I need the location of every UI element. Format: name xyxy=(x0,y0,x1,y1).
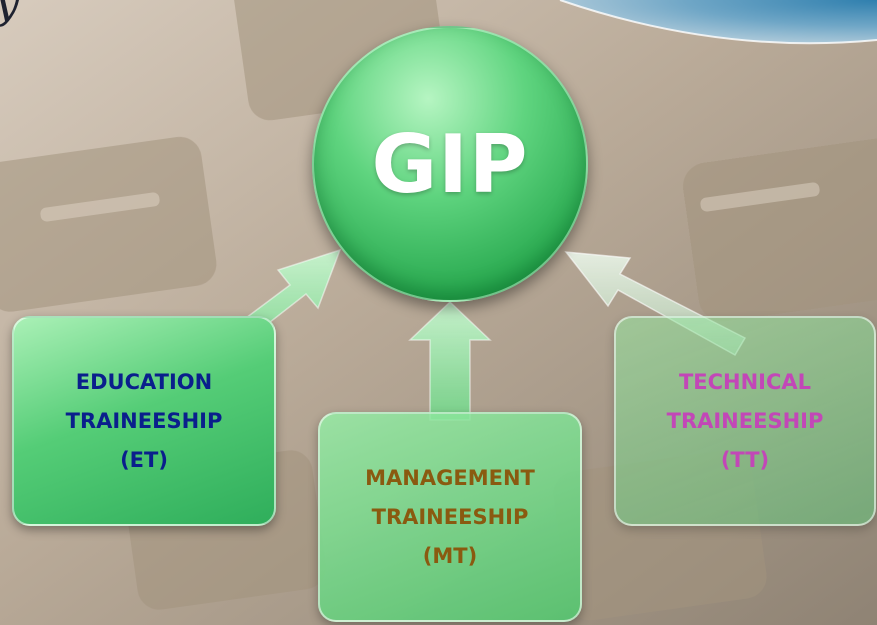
box-tt-line-3: (TT) xyxy=(720,447,770,472)
box-mt-line-3: (MT) xyxy=(422,543,478,568)
arrow-mt-to-gip xyxy=(408,300,492,421)
box-tt-line-2: TRAINEESHIP xyxy=(666,408,824,433)
box-et-line-1: EDUCATION xyxy=(75,369,213,394)
gip-circle: GIP xyxy=(312,26,588,302)
title-fragment: y xyxy=(0,0,20,28)
gip-label: GIP xyxy=(371,117,529,211)
box-mt-line-1: MANAGEMENT xyxy=(365,465,535,490)
box-management-traineeship: MANAGEMENT TRAINEESHIP (MT) xyxy=(318,412,582,622)
box-education-traineeship: EDUCATION TRAINEESHIP (ET) xyxy=(12,316,276,526)
box-et-line-2: TRAINEESHIP xyxy=(65,408,223,433)
box-tt-line-1: TECHNICAL xyxy=(678,369,812,394)
box-mt-line-2: TRAINEESHIP xyxy=(371,504,529,529)
box-et-line-3: (ET) xyxy=(120,447,168,472)
box-technical-traineeship: TECHNICAL TRAINEESHIP (TT) xyxy=(614,316,876,526)
